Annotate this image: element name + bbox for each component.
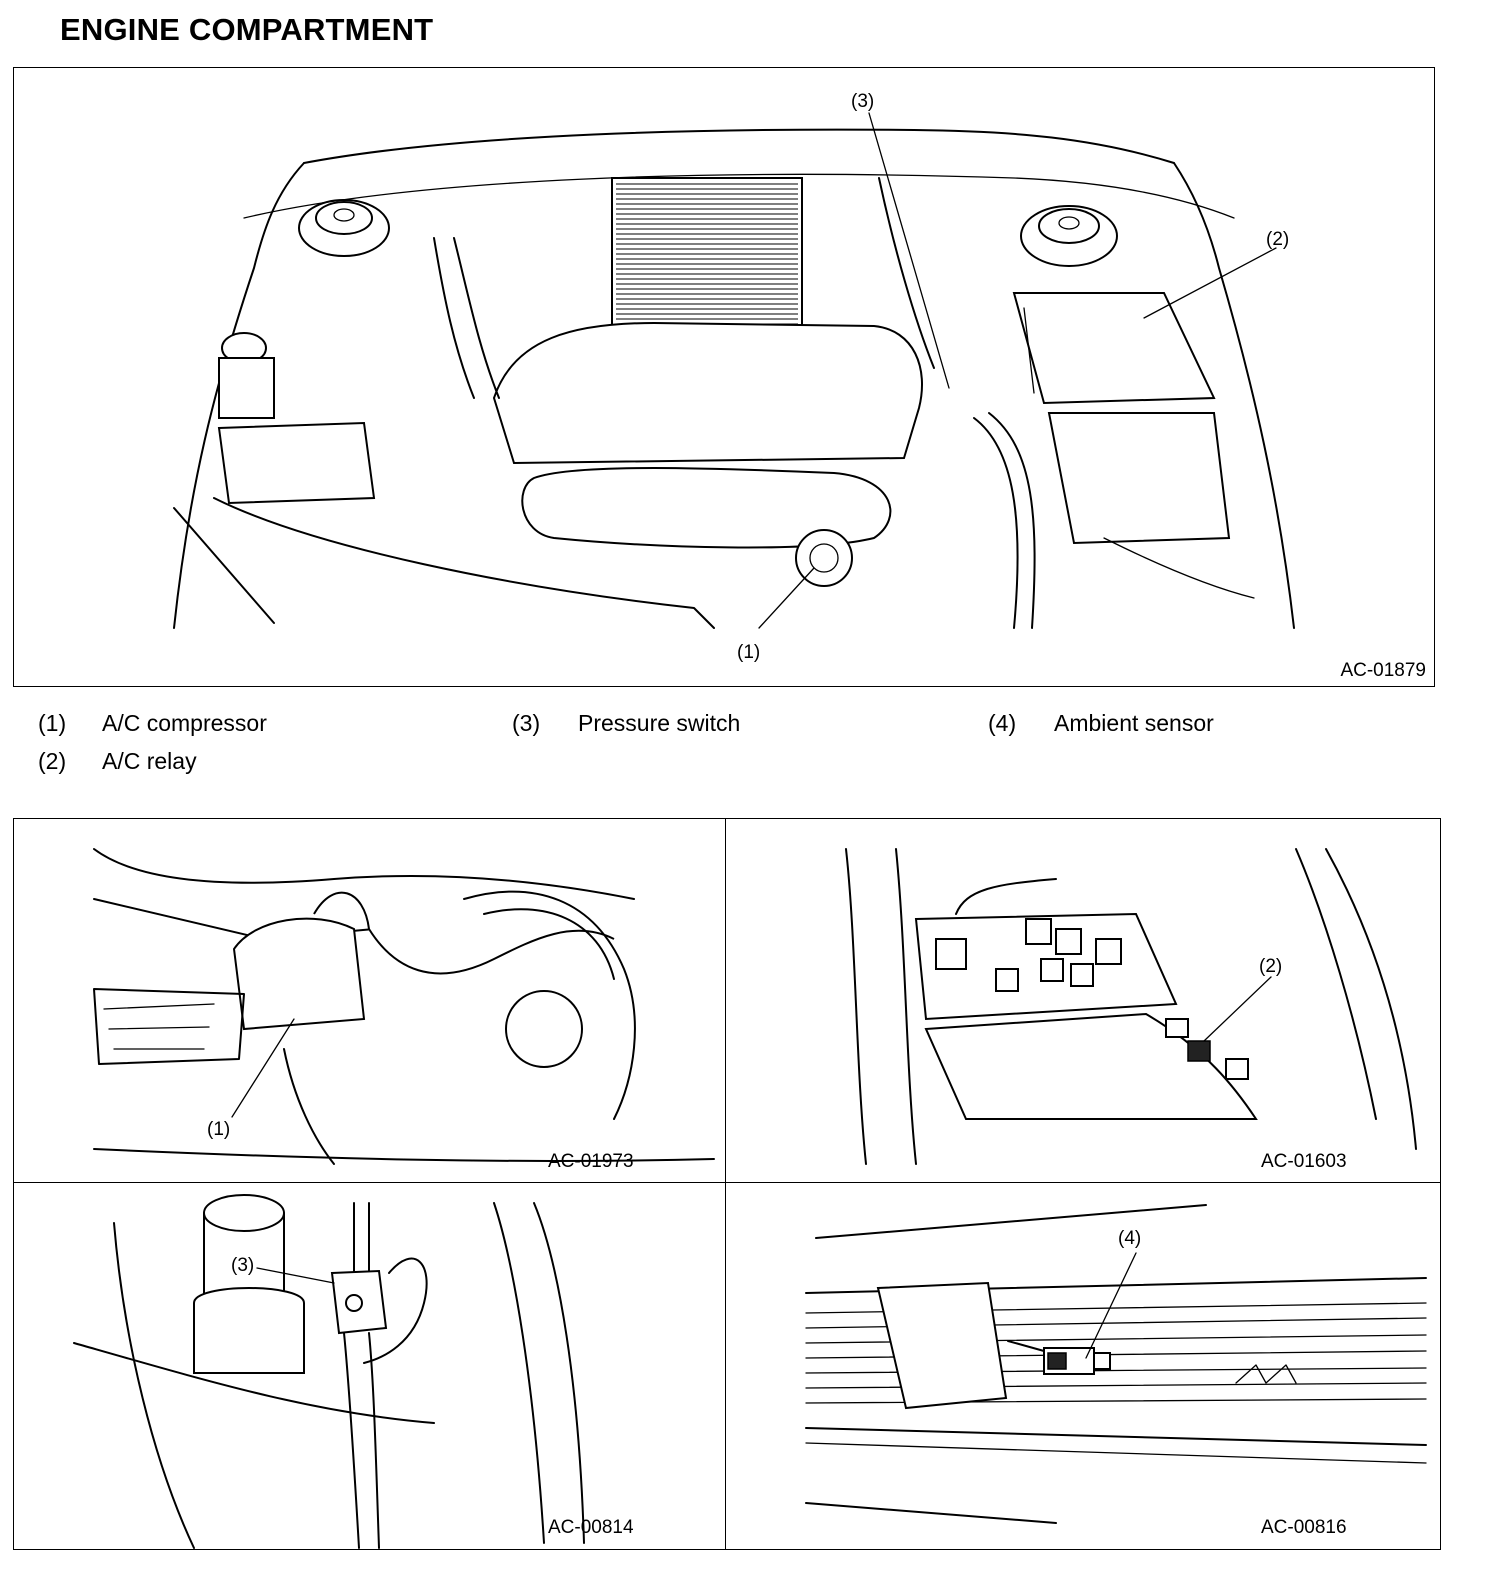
page-title: ENGINE COMPARTMENT: [60, 12, 434, 47]
callout-1: (1): [207, 1119, 231, 1140]
legend-label: Ambient sensor: [1054, 710, 1214, 736]
engine-compartment-illustration: [173, 112, 1295, 629]
legend-label: A/C compressor: [102, 710, 267, 736]
figure-code: AC-01879: [1340, 660, 1426, 681]
sub-figure-compressor: (1) AC-01973: [13, 818, 727, 1184]
legend-label: Pressure switch: [578, 710, 741, 736]
figure-code: AC-01603: [1261, 1151, 1347, 1172]
callout-2: (2): [1259, 956, 1283, 977]
figure-code: AC-00816: [1261, 1517, 1347, 1538]
figure-code: AC-00814: [548, 1517, 634, 1538]
callout-1: (1): [737, 642, 761, 663]
ambient-sensor-illustration: [805, 1204, 1427, 1524]
compressor-illustration: [93, 848, 715, 1165]
pressure-switch-illustration: [73, 1194, 585, 1549]
callout-3: (3): [231, 1255, 255, 1276]
sub-figure-relay: (2) AC-01603: [725, 818, 1441, 1184]
main-figure: (3) (2) (1) AC-01879: [13, 67, 1435, 687]
relay-box-illustration: [845, 848, 1417, 1165]
legend-num: (3): [512, 710, 541, 736]
legend-num: (2): [38, 748, 67, 774]
sub-figure-ambient-sensor: (4) AC-00816: [725, 1182, 1441, 1550]
figure-code: AC-01973: [548, 1151, 634, 1172]
legend-num: (4): [988, 710, 1017, 736]
legend-label: A/C relay: [102, 748, 197, 774]
callout-3: (3): [851, 91, 875, 112]
sub-figure-pressure-switch: (3) AC-00814: [13, 1182, 727, 1550]
legend-num: (1): [38, 710, 67, 736]
callout-2: (2): [1266, 229, 1290, 250]
callout-4: (4): [1118, 1228, 1142, 1249]
